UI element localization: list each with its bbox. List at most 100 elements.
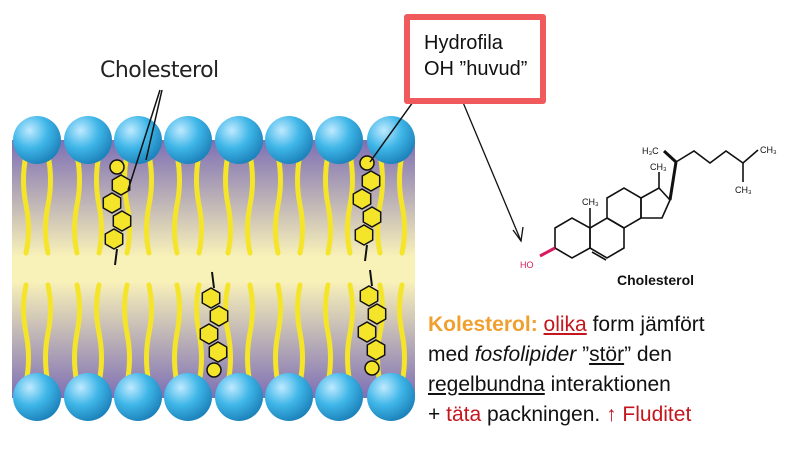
lipid-tail	[295, 152, 305, 256]
lipid-tail	[43, 152, 53, 256]
lipid-tail	[144, 282, 154, 386]
cholesterol-ring	[208, 341, 228, 363]
cholesterol-ring	[354, 224, 374, 246]
callout-pointer-line	[369, 94, 419, 163]
text-title: Kolesterol:	[428, 313, 538, 336]
text-olika: olika	[543, 313, 587, 336]
cholesterol-ring	[366, 339, 386, 361]
text-l2c: ” den	[624, 343, 672, 366]
cholesterol-oh-head	[109, 159, 125, 175]
callout-line-2: OH ”huvud”	[424, 58, 528, 80]
lipid-tail	[194, 152, 204, 256]
cholesterol-ring	[112, 210, 132, 232]
lipid-tail	[397, 152, 407, 256]
lipid-tail	[295, 282, 305, 386]
ch3-label-1: CH₃	[582, 197, 599, 207]
text-l2b: ”	[576, 343, 590, 366]
cholesterol-ring	[102, 192, 122, 214]
cholesterol-ring	[209, 305, 229, 327]
cholesterol-tail	[211, 271, 215, 289]
phospholipid-head	[64, 116, 112, 164]
lipid-tail	[72, 152, 82, 256]
text-fluiditet: ↑ Fluditet	[606, 403, 692, 426]
lipid-tail	[94, 282, 104, 386]
cholesterol-molecules	[102, 155, 387, 378]
cholesterol-structure	[539, 149, 759, 261]
lipid-tail	[245, 282, 255, 386]
text-stor: stör	[589, 343, 625, 366]
cholesterol-ring	[104, 228, 124, 250]
phospholipid-head	[367, 116, 415, 164]
text-regelbundna: regelbundna	[428, 373, 545, 396]
text-l3: interaktionen	[544, 373, 671, 396]
cholesterol-ring	[361, 170, 381, 192]
phospholipid-head	[13, 116, 61, 164]
phospholipid-head	[315, 373, 363, 421]
text-l1: form jämfört	[586, 313, 705, 336]
phospholipid-head	[367, 373, 415, 421]
lipid-tails	[21, 152, 407, 386]
text-tata: täta	[446, 403, 482, 426]
lipid-tail	[397, 282, 407, 386]
cholesterol-pointer-line-2	[145, 89, 163, 161]
explanation-text: Kolesterol: olika form jämfört med fosfo…	[428, 310, 705, 430]
cholesterol-diagram-label: Cholesterol	[100, 58, 219, 83]
lipid-tail	[43, 282, 53, 386]
lipid-tail	[223, 152, 233, 256]
h3c-label: H₃C	[642, 146, 659, 156]
lipid-tail	[345, 152, 355, 256]
cholesterol-pointer-line	[127, 89, 161, 191]
ch3-label-4: CH₃	[735, 185, 752, 195]
text-l2a: med	[428, 343, 475, 366]
phospholipid-head	[114, 373, 162, 421]
phospholipid-head	[265, 116, 313, 164]
cholesterol-tail	[364, 244, 368, 262]
lipid-tail	[273, 152, 283, 256]
callout-line-1: Hydrofila	[424, 32, 503, 54]
phospholipid-head	[215, 116, 263, 164]
arrow-head-icon	[512, 226, 524, 243]
cholesterol-ring	[352, 188, 372, 210]
cholesterol-ring	[367, 303, 387, 325]
lipid-tail	[245, 152, 255, 256]
phospholipid-head	[315, 116, 363, 164]
callout-arrow	[461, 99, 522, 242]
cholesterol-ring	[199, 323, 219, 345]
cholesterol-ring	[359, 285, 379, 307]
lipid-tail	[21, 152, 31, 256]
phospholipid-heads	[13, 116, 415, 421]
lipid-tail	[194, 282, 204, 386]
lipid-tail	[21, 282, 31, 386]
lipid-tail	[323, 282, 333, 386]
phospholipid-head	[265, 373, 313, 421]
text-fosfolipider: fosfolipider	[474, 343, 577, 366]
cholesterol-ring	[362, 206, 382, 228]
lipid-tail	[273, 282, 283, 386]
lipid-tail	[72, 282, 82, 386]
lipid-tail	[172, 282, 182, 386]
cholesterol-oh-head	[206, 362, 222, 378]
hydrophilic-head-callout: Hydrofila OH ”huvud”	[404, 14, 546, 104]
lipid-tail	[144, 152, 154, 256]
phospholipid-head	[13, 373, 61, 421]
lipid-tail	[223, 282, 233, 386]
phospholipid-head	[164, 373, 212, 421]
lipid-tail	[122, 152, 132, 256]
ho-group-label: HO	[520, 260, 534, 270]
cholesterol-tail	[114, 248, 118, 266]
cholesterol-tail	[369, 269, 373, 287]
phospholipid-head	[64, 373, 112, 421]
phospholipid-head	[164, 116, 212, 164]
structure-name: Cholesterol	[617, 272, 695, 288]
lipid-tail	[122, 282, 132, 386]
lipid-tail	[94, 152, 104, 256]
lipid-tail	[345, 282, 355, 386]
text-l4a: +	[428, 403, 447, 426]
phospholipid-head	[114, 116, 162, 164]
lipid-tail	[172, 152, 182, 256]
phospholipid-head	[215, 373, 263, 421]
cholesterol-oh-head	[364, 360, 380, 376]
lipid-tail	[375, 152, 385, 256]
ch3-label-3: CH₃	[760, 145, 777, 155]
